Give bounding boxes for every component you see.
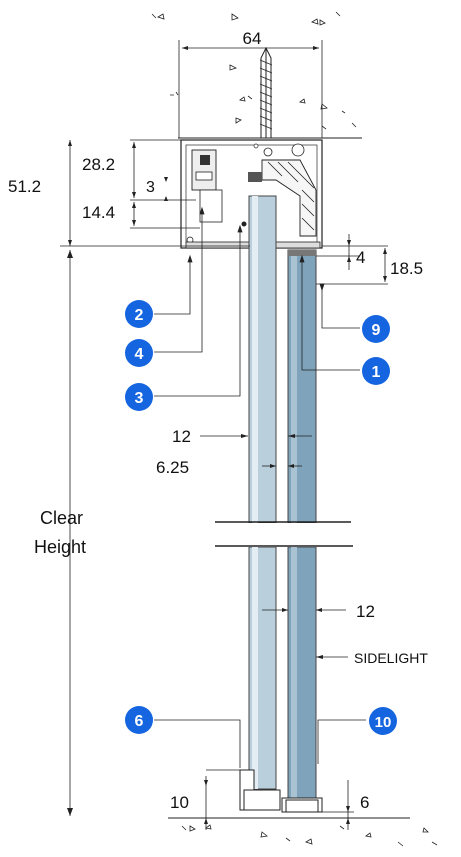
dimension-chain-left: 51.2 28.2 3 14.4 Clear Height (8, 139, 250, 816)
callout-badge-6: 6 (125, 706, 153, 734)
callout-badge-10: 10 (369, 707, 397, 735)
svg-text:6: 6 (135, 713, 144, 730)
callout-badge-2: 2 (125, 300, 153, 328)
break-lines (215, 521, 353, 547)
clear-height-label-line2: Height (34, 537, 86, 557)
dimension-label-12-mid: 12 (356, 602, 375, 621)
dimension-label-51-2: 51.2 (8, 177, 41, 196)
dimension-chain-right-top: 4 18.5 (316, 234, 423, 285)
dimension-label-10: 10 (170, 793, 189, 812)
clear-height-label-line1: Clear (40, 508, 83, 528)
sidelight-label: SIDELIGHT (354, 650, 428, 666)
callout-leaders (154, 206, 366, 768)
dimension-label-18-5: 18.5 (390, 259, 423, 278)
dimension-label-12-top: 12 (172, 427, 191, 446)
dimension-label-64: 64 (243, 29, 262, 48)
svg-text:9: 9 (372, 322, 381, 339)
svg-text:10: 10 (375, 714, 392, 731)
ceiling-concrete (151, 11, 362, 139)
sidelight-leader: SIDELIGHT (316, 650, 428, 666)
svg-text:2: 2 (135, 307, 144, 324)
dimension-label-6-25: 6.25 (156, 458, 189, 477)
callout-badge-9: 9 (362, 315, 390, 343)
dimension-64: 64 (178, 29, 323, 138)
floor-concrete-marks (181, 824, 438, 847)
dimension-glass-thickness: 12 6.25 12 (156, 427, 375, 621)
dimension-label-6: 6 (360, 793, 369, 812)
dimension-label-28-2: 28.2 (82, 155, 115, 174)
dimension-label-14-4: 14.4 (82, 203, 115, 222)
sliding-glass-panel (248, 195, 277, 790)
concrete-hatch-marks (151, 11, 357, 130)
ceiling-anchor-screw (259, 46, 273, 138)
callout-badge-3: 3 (125, 383, 153, 411)
svg-text:4: 4 (135, 346, 144, 363)
svg-text:3: 3 (135, 390, 144, 407)
dimension-chain-bottom: 10 6 (170, 769, 369, 830)
dimension-label-4: 4 (356, 248, 365, 267)
svg-text:1: 1 (372, 364, 381, 381)
dimension-label-3: 3 (146, 179, 155, 196)
sidelight-glass-panel (287, 249, 317, 808)
callout-badge-1: 1 (362, 357, 390, 385)
floor-guide-and-floor (168, 769, 438, 847)
callout-badge-4: 4 (125, 339, 153, 367)
